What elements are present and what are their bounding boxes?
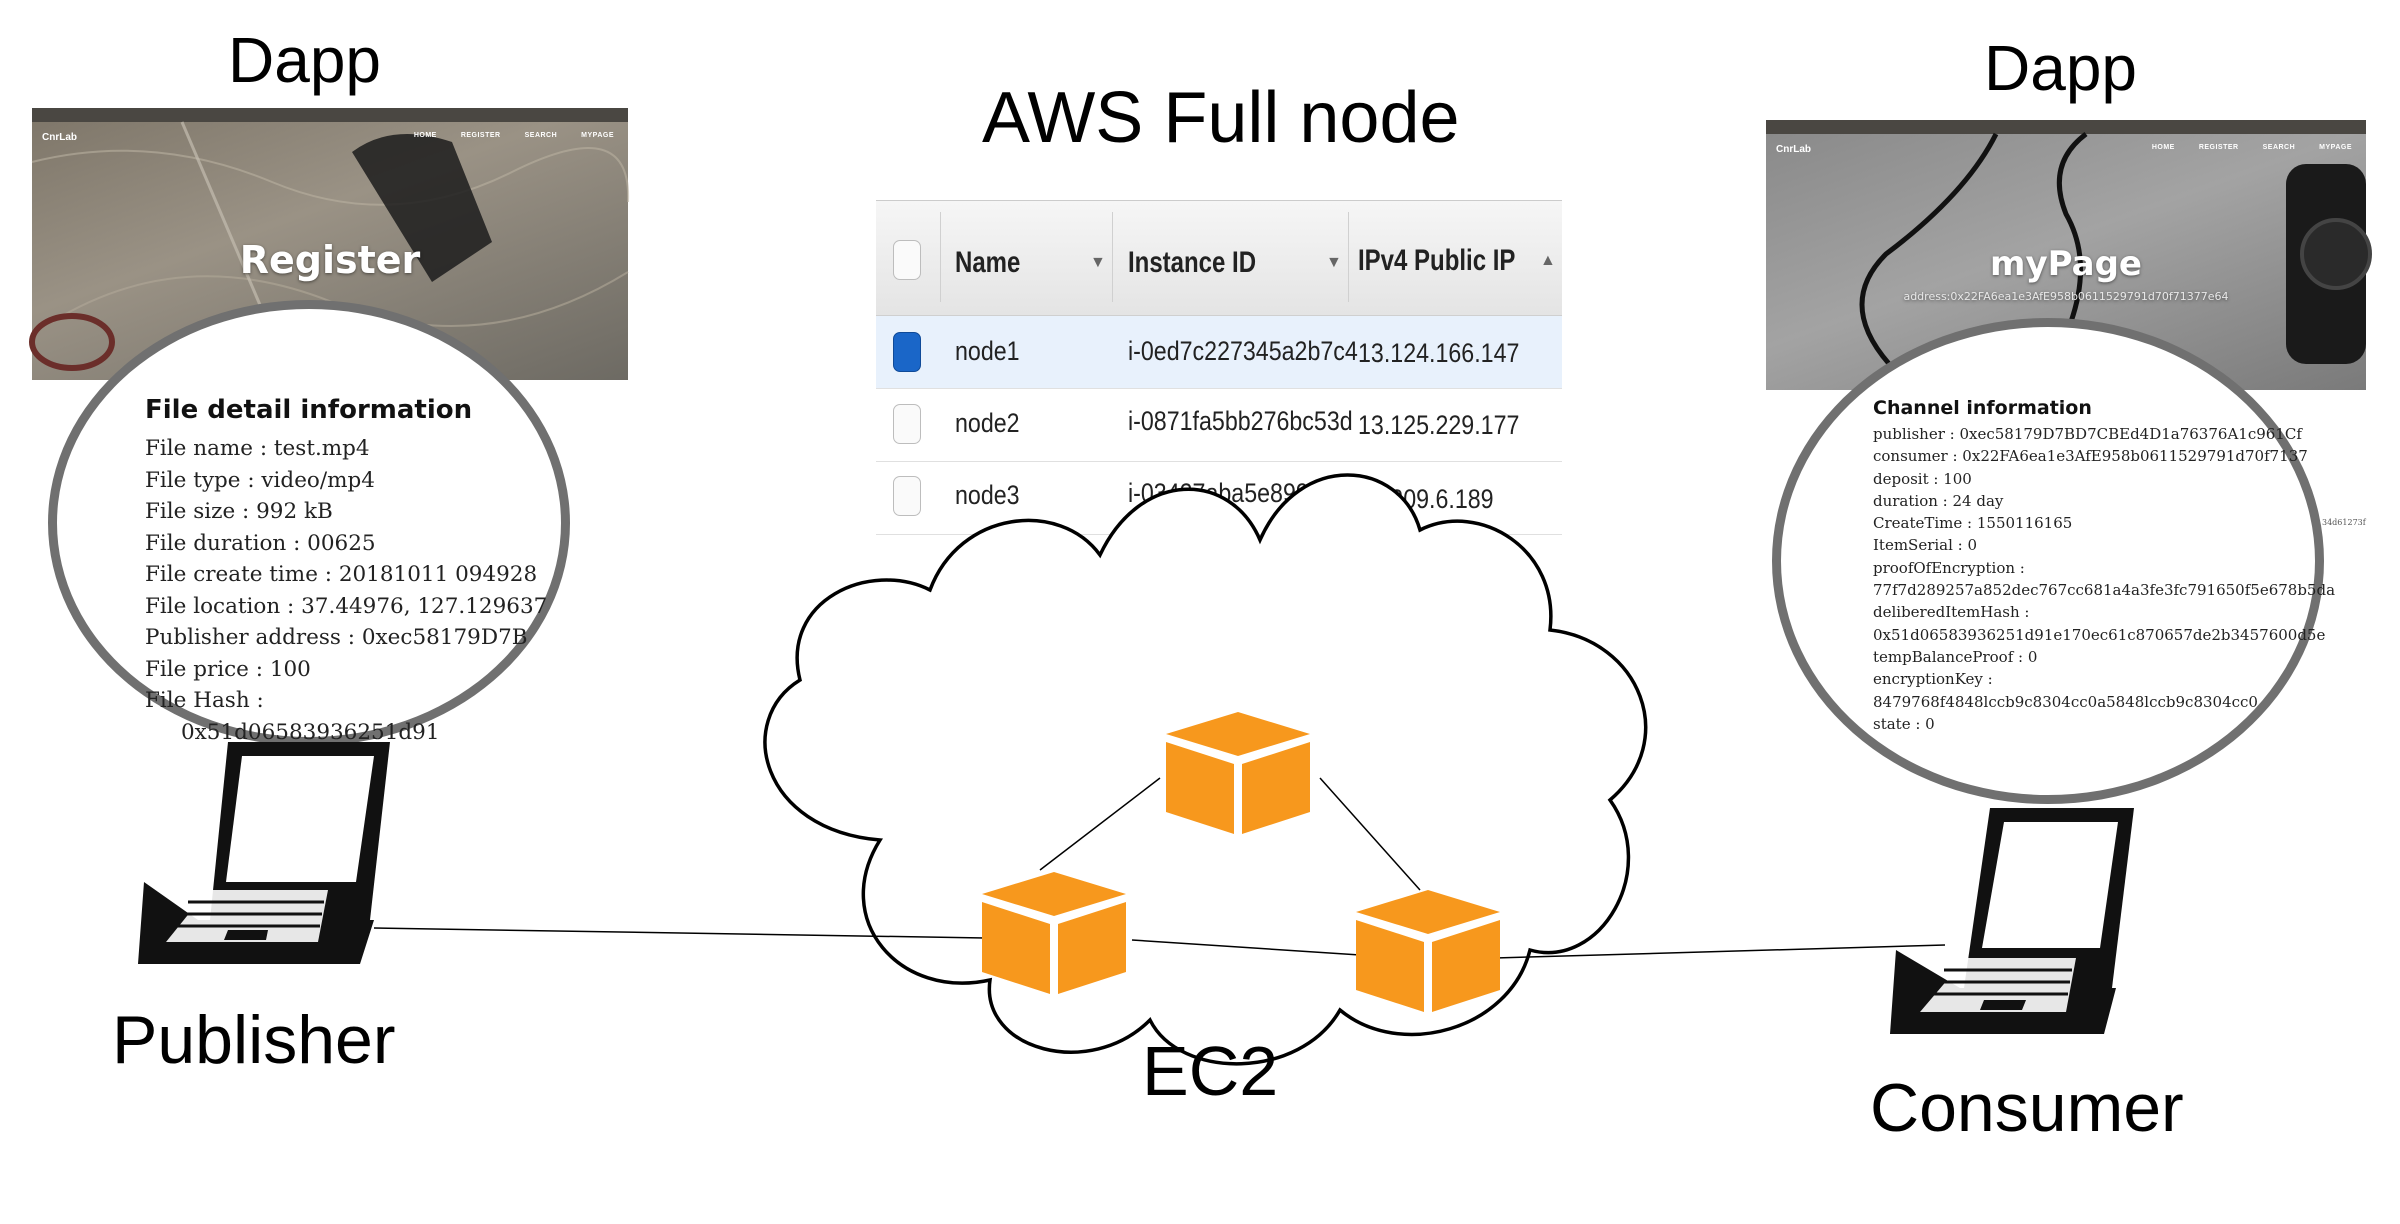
publisher-label: Publisher: [112, 1002, 396, 1078]
channel-info-magnifier: Channel information publisher : 0xec5817…: [1772, 318, 2335, 804]
nav-search[interactable]: SEARCH: [2262, 144, 2296, 151]
nav-register[interactable]: REGISTER: [2198, 144, 2239, 151]
dapp-left-label: Dapp: [228, 24, 381, 96]
channel-info-line: ItemSerial : 0: [1873, 536, 1978, 555]
table-row[interactable]: [876, 316, 1562, 389]
row-checkbox[interactable]: [893, 404, 921, 444]
channel-info-line: deposit : 100: [1873, 469, 1972, 488]
channel-info-title: Channel information: [1873, 397, 2092, 419]
sort-arrow-icon[interactable]: ▲: [1540, 252, 1556, 269]
cell-instance-id: i-0ed7c227345a2b7c4: [1128, 336, 1358, 366]
file-detail-line: File type : video/mp4: [145, 467, 375, 493]
wallet-address: address:0x22FA6ea1e3AfE958b0611529791d70…: [1903, 290, 2229, 303]
nav-mypage[interactable]: MYPAGE: [581, 132, 614, 139]
nav-home[interactable]: HOME: [2151, 144, 2175, 151]
connection-line: [1039, 777, 1161, 871]
dapp-right-label: Dapp: [1984, 32, 2137, 104]
ec2-instance-icon: [1166, 712, 1310, 834]
ec2-instance-icon: [1356, 890, 1500, 1012]
file-detail-line: File name : test.mp4: [145, 436, 370, 461]
file-detail-lines: File name : test.mp4 File type : video/m…: [145, 433, 547, 748]
aws-title: AWS Full node: [982, 78, 1460, 158]
cell-name: node3: [955, 480, 1020, 510]
page-heading: Register: [239, 238, 421, 282]
consumer-link: [1494, 944, 1946, 959]
column-header-instance-id[interactable]: Instance ID: [1128, 246, 1257, 279]
file-detail-magnifier: File detail information File name : test…: [48, 300, 570, 746]
file-detail-line: File Hash :: [145, 688, 264, 713]
connection-line: [1131, 939, 1361, 956]
ec2-instance-icon: [982, 872, 1126, 994]
channel-info-line: 8479768f4848lccb9c8304cc0a5848lccb9c8304…: [1873, 692, 2258, 711]
channel-info-line: deliberedItemHash :: [1873, 603, 2030, 622]
file-detail-title: File detail information: [145, 395, 473, 425]
channel-info-line: 0x51d06583936251d91e170ec61c870657de2b34…: [1873, 625, 2326, 644]
sort-arrow-icon[interactable]: ▼: [1326, 254, 1342, 271]
nav-mypage[interactable]: MYPAGE: [2319, 144, 2352, 151]
channel-info-line: publisher : 0xec58179D7BD7CBEd4D1a76376A…: [1873, 425, 2302, 443]
cell-instance-id: i-0871fa5bb276bc53d: [1128, 406, 1353, 436]
channel-info-line: CreateTime : 1550116165: [1873, 514, 2073, 533]
dapp-nav: HOME REGISTER SEARCH MYPAGE: [2152, 144, 2352, 151]
file-detail-line: File create time : 20181011 094928: [145, 562, 538, 587]
aws-table-header: [876, 200, 1562, 316]
file-detail-line: File size : 992 kB: [145, 499, 333, 524]
cell-ip: 13.125.229.177: [1358, 410, 1520, 440]
nav-register[interactable]: REGISTER: [460, 132, 501, 139]
channel-info-line: proofOfEncryption :: [1873, 558, 2025, 577]
phone-background-illustration: [1859, 132, 2372, 392]
file-detail-line: File duration : 00625: [145, 530, 376, 556]
table-row[interactable]: [876, 389, 1562, 462]
row-checkbox[interactable]: [893, 476, 921, 516]
channel-info-line: encryptionKey :: [1873, 670, 1993, 689]
connection-line: [1319, 777, 1421, 891]
channel-info-line: state : 0: [1873, 714, 1935, 733]
channel-info-line: duration : 24 day: [1873, 491, 2004, 510]
dapp-topbar: [32, 108, 628, 122]
laptop-icon: [1890, 808, 2134, 1034]
cell-ip: 13.124.166.147: [1358, 338, 1520, 368]
nav-search[interactable]: SEARCH: [524, 132, 558, 139]
consumer-label: Consumer: [1870, 1070, 2184, 1146]
brand-logo: CnrLab: [42, 132, 77, 143]
page-heading: myPage: [1990, 244, 2142, 284]
dapp-nav: HOME REGISTER SEARCH MYPAGE: [414, 132, 614, 139]
file-detail-line: Publisher address : 0xec58179D7B: [145, 625, 528, 650]
row-checkbox[interactable]: [893, 332, 921, 372]
laptop-icon: [138, 742, 390, 964]
select-all-checkbox[interactable]: [893, 240, 921, 280]
channel-info-line: 77f7d289257a852dec767cc681a4a3fe3fc79165…: [1873, 581, 2336, 600]
cell-name: node1: [955, 336, 1020, 366]
brand-logo: CnrLab: [1776, 144, 1811, 155]
cell-name: node2: [955, 408, 1020, 438]
channel-info-line: consumer : 0x22FA6ea1e3AfE958b0611529791…: [1873, 447, 2308, 466]
channel-overflow-text: 34d61273f: [2322, 518, 2366, 527]
file-detail-line: File price : 100: [145, 656, 311, 682]
ec2-label: EC2: [1142, 1032, 1279, 1110]
column-header-ipv4[interactable]: IPv4 Public IP: [1358, 244, 1516, 277]
column-header-name[interactable]: Name: [955, 246, 1021, 279]
nav-home[interactable]: HOME: [413, 132, 437, 139]
dapp-topbar: [1766, 120, 2366, 134]
channel-info-line: tempBalanceProof : 0: [1873, 647, 2038, 666]
file-detail-line: 0x51d06583936251d91: [181, 719, 440, 745]
channel-info-lines: publisher : 0xec58179D7BD7CBEd4D1a76376A…: [1873, 423, 2335, 735]
file-detail-line: File location : 37.44976, 127.129637: [145, 593, 548, 619]
sort-arrow-icon[interactable]: ▼: [1090, 254, 1106, 271]
publisher-link: [373, 927, 986, 939]
